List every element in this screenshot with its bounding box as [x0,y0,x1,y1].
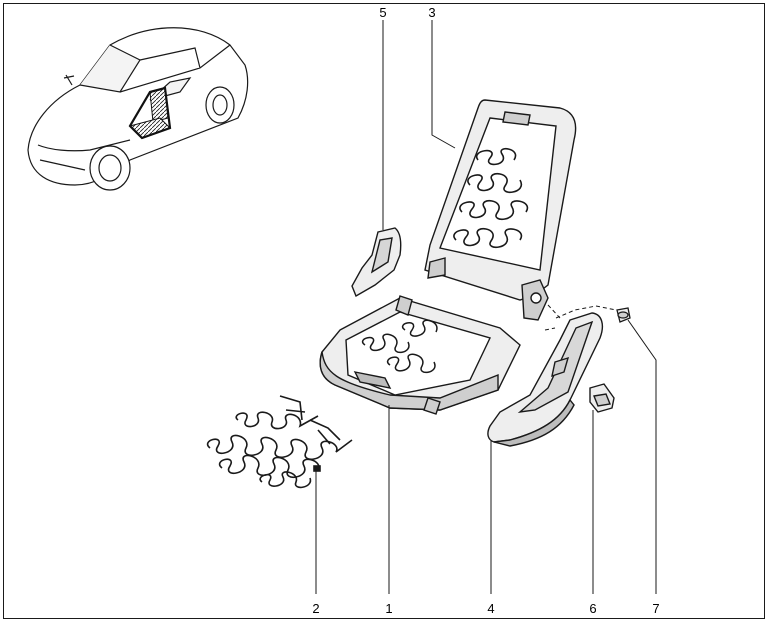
assembly-dashed-lines [544,304,617,331]
car-location-icon [27,27,249,191]
callout-3: 3 [428,5,435,20]
callout-1: 1 [385,601,392,616]
adjuster-handle-icon [589,383,615,413]
callout-6: 6 [589,601,596,616]
callout-labels: 1 2 3 4 5 6 7 [312,5,659,616]
callout-7: 7 [652,601,659,616]
callout-5: 5 [379,5,386,20]
leader-lines [315,20,657,594]
seat-cushion-frame-icon [319,295,521,415]
spring-mat-icon [206,395,353,489]
small-cover-icon [351,227,402,298]
callout-4: 4 [487,601,494,616]
diagram-border [3,3,765,619]
highlighted-seat-icon [128,86,172,140]
screw-icon [616,307,631,323]
callout-2: 2 [312,601,319,616]
seatback-frame-icon [424,99,577,321]
side-trim-cover-icon [487,312,604,447]
